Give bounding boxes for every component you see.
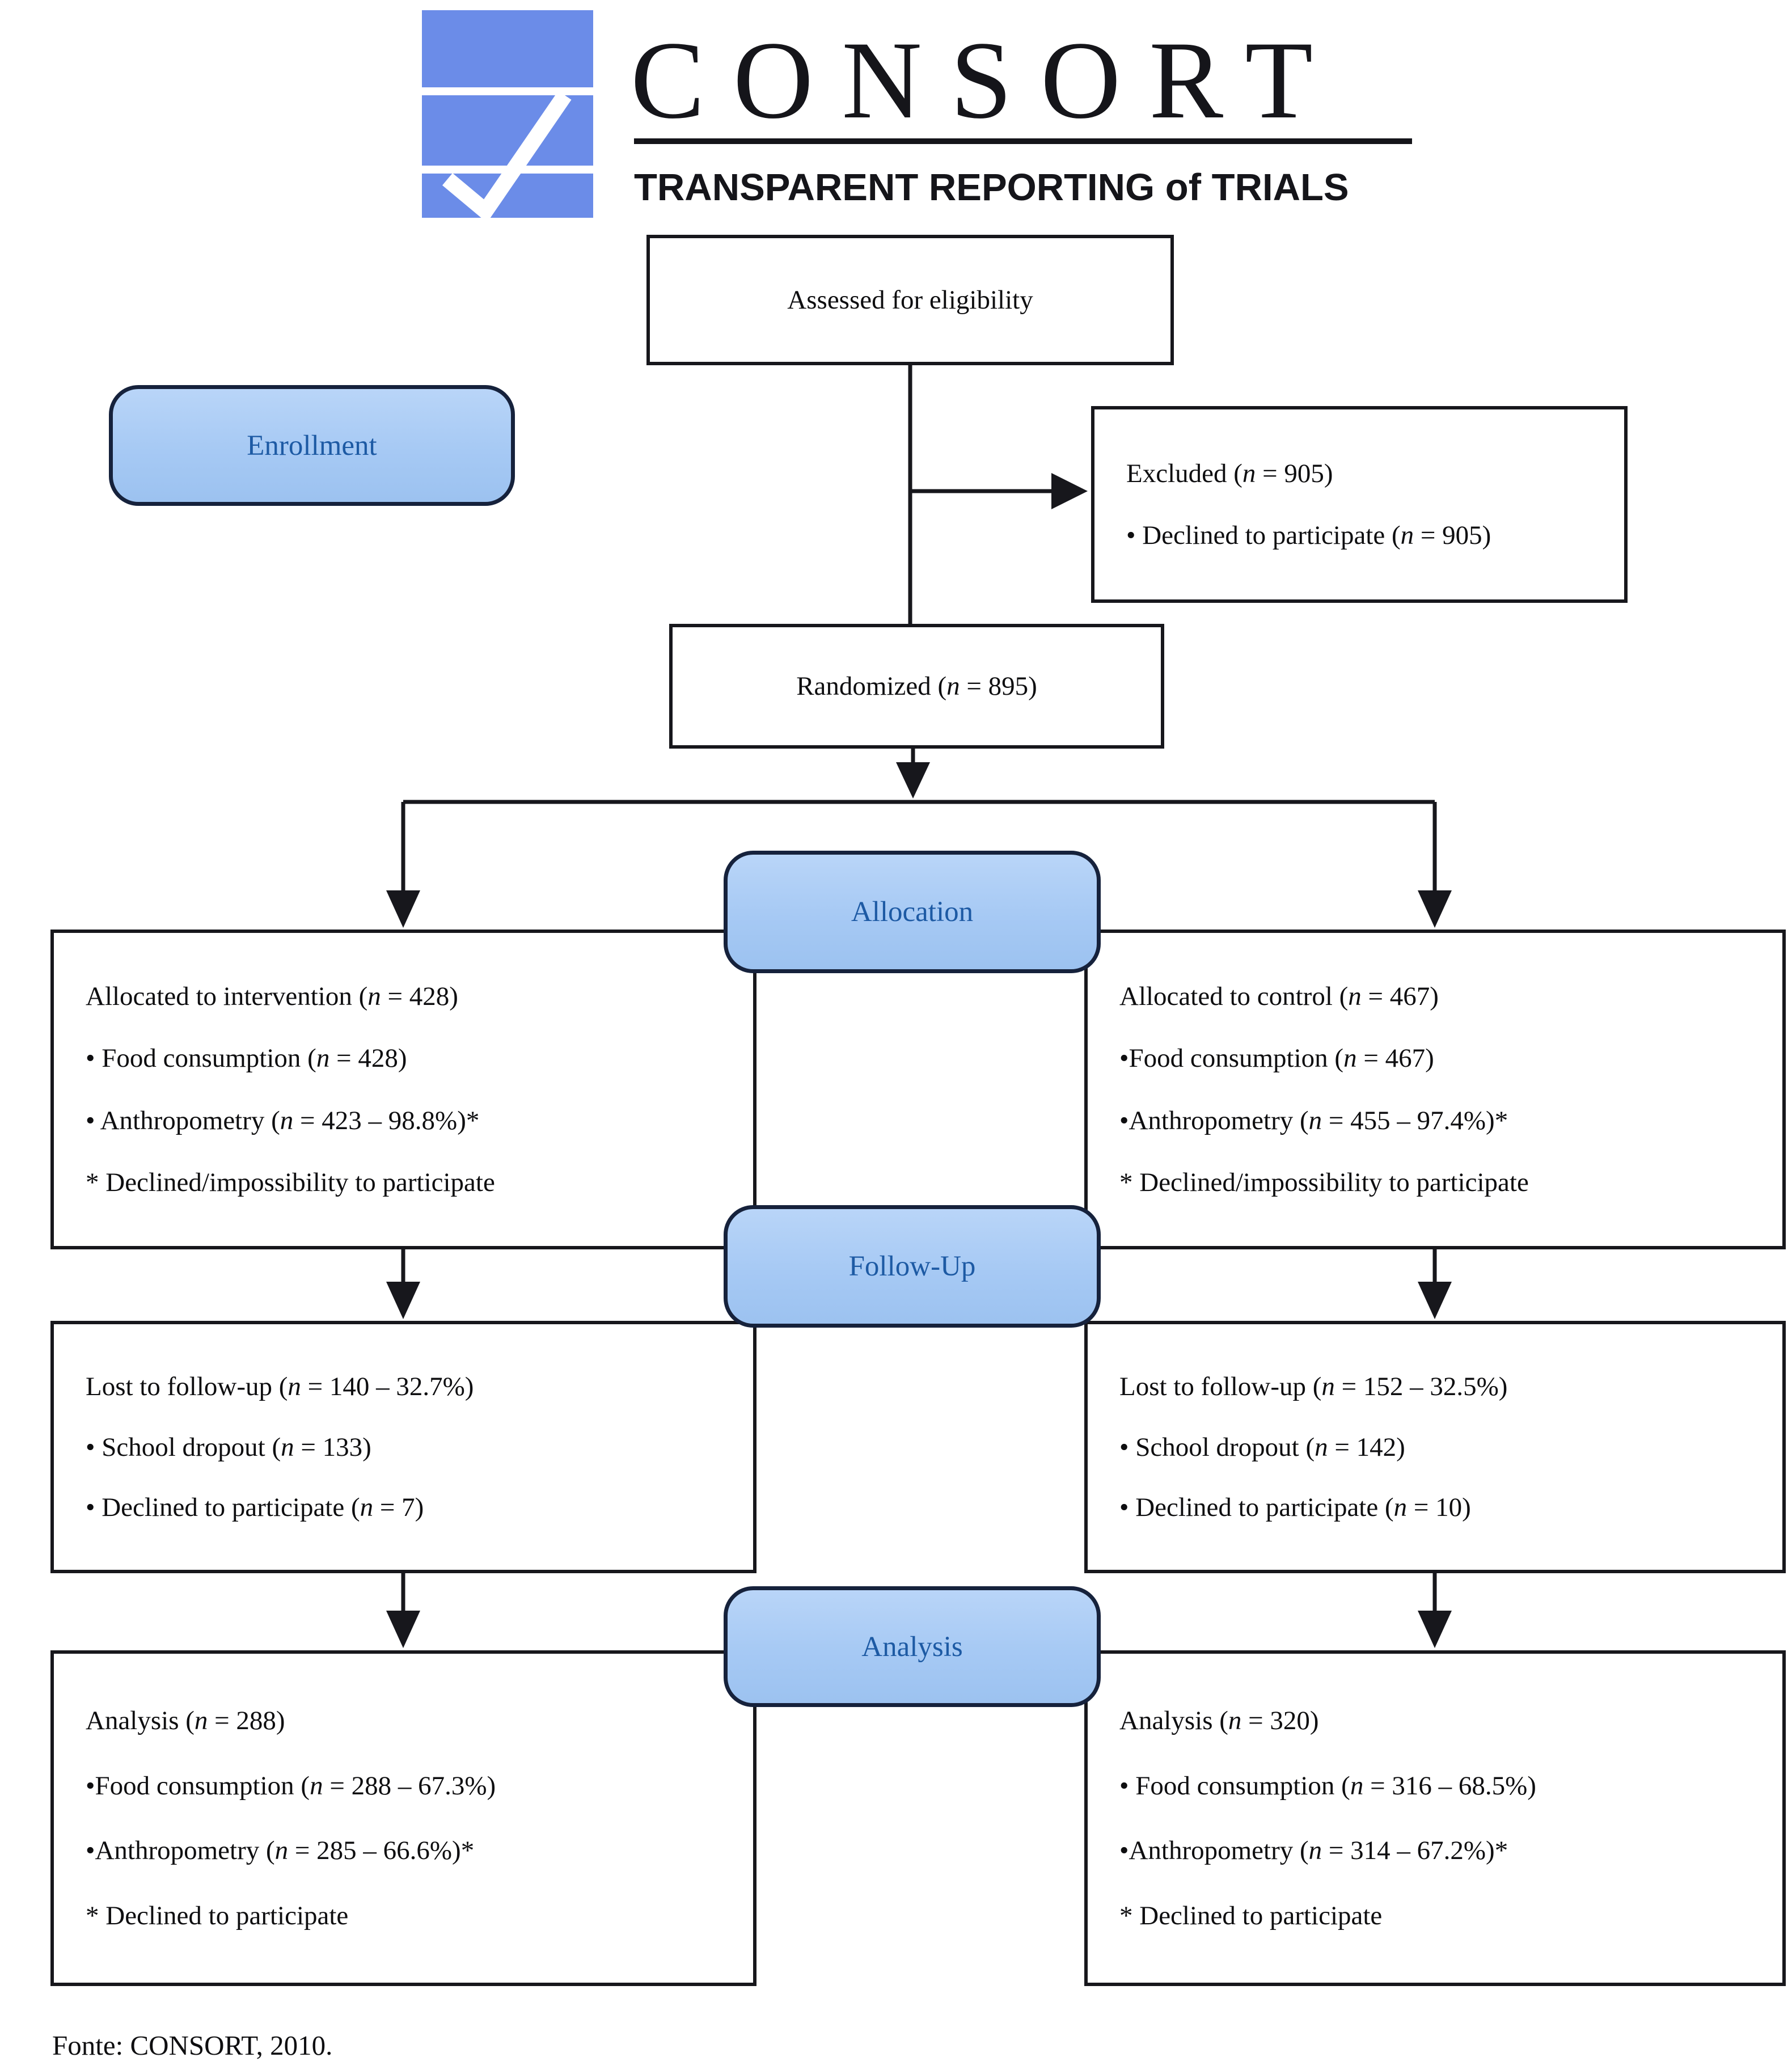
lost-followup-intervention-item: • School dropout (n = 133) bbox=[86, 1432, 371, 1462]
allocated-intervention-item: • Anthropometry (n = 423 – 98.8%)* bbox=[86, 1105, 480, 1135]
lost-followup-intervention-title: Lost to follow-up (n = 140 – 32.7%) bbox=[86, 1371, 474, 1401]
allocated-intervention-title: Allocated to intervention (n = 428) bbox=[86, 982, 458, 1012]
stage-enrollment: Enrollment bbox=[109, 385, 515, 506]
lost-followup-intervention-item: • Declined to participate (n = 7) bbox=[86, 1493, 424, 1523]
consort-wordmark: CONSORT bbox=[631, 19, 1342, 142]
logo-divider bbox=[634, 138, 1412, 144]
allocated-control-item: •Food consumption (n = 467) bbox=[1119, 1044, 1434, 1074]
allocated-intervention-footnote: * Declined/impossibility to participate bbox=[86, 1167, 495, 1197]
consort-tagline: TRANSPARENT REPORTING of TRIALS bbox=[634, 166, 1349, 209]
lost-followup-control-box: Lost to follow-up (n = 152 – 32.5%) • Sc… bbox=[1084, 1321, 1786, 1573]
allocated-control-footnote: * Declined/impossibility to participate bbox=[1119, 1167, 1529, 1197]
excluded-item: • Declined to participate (n = 905) bbox=[1126, 521, 1491, 551]
allocated-intervention-box: Allocated to intervention (n = 428) • Fo… bbox=[50, 930, 756, 1249]
analysis-intervention-item: •Anthropometry (n = 285 – 66.6%)* bbox=[86, 1836, 475, 1866]
stage-analysis-label: Analysis bbox=[861, 1630, 963, 1663]
assessed-box: Assessed for eligibility bbox=[646, 235, 1174, 365]
randomized-box: Randomized (n = 895) bbox=[669, 624, 1164, 749]
analysis-intervention-footnote: * Declined to participate bbox=[86, 1901, 349, 1931]
allocated-control-title: Allocated to control (n = 467) bbox=[1119, 982, 1439, 1012]
source-note: Fonte: CONSORT, 2010. bbox=[52, 2030, 333, 2061]
analysis-intervention-item: •Food consumption (n = 288 – 67.3%) bbox=[86, 1771, 496, 1801]
stage-allocation-label: Allocation bbox=[851, 896, 974, 928]
excluded-box: Excluded (n = 905) • Declined to partici… bbox=[1091, 406, 1628, 603]
stage-allocation: Allocation bbox=[724, 851, 1101, 973]
lost-followup-intervention-box: Lost to follow-up (n = 140 – 32.7%) • Sc… bbox=[50, 1321, 756, 1573]
analysis-control-footnote: * Declined to participate bbox=[1119, 1901, 1383, 1931]
allocated-control-box: Allocated to control (n = 467) •Food con… bbox=[1084, 930, 1786, 1249]
lost-followup-control-item: • Declined to participate (n = 10) bbox=[1119, 1493, 1471, 1523]
allocated-intervention-item: • Food consumption (n = 428) bbox=[86, 1044, 407, 1074]
stage-enrollment-label: Enrollment bbox=[247, 429, 377, 462]
analysis-control-item: •Anthropometry (n = 314 – 67.2%)* bbox=[1119, 1836, 1508, 1866]
assessed-text: Assessed for eligibility bbox=[787, 285, 1033, 315]
stage-followup: Follow-Up bbox=[724, 1205, 1101, 1328]
analysis-control-item: • Food consumption (n = 316 – 68.5%) bbox=[1119, 1771, 1536, 1801]
excluded-title: Excluded (n = 905) bbox=[1126, 458, 1333, 488]
lost-followup-control-item: • School dropout (n = 142) bbox=[1119, 1432, 1405, 1462]
analysis-intervention-box: Analysis (n = 288) •Food consumption (n … bbox=[50, 1650, 756, 1986]
analysis-control-box: Analysis (n = 320) • Food consumption (n… bbox=[1084, 1650, 1786, 1986]
randomized-text: Randomized (n = 895) bbox=[796, 671, 1037, 701]
lost-followup-control-title: Lost to follow-up (n = 152 – 32.5%) bbox=[1119, 1371, 1508, 1401]
stage-followup-label: Follow-Up bbox=[848, 1251, 976, 1282]
analysis-intervention-title: Analysis (n = 288) bbox=[86, 1705, 285, 1735]
allocated-control-item: •Anthropometry (n = 455 – 97.4%)* bbox=[1119, 1105, 1508, 1135]
consort-logo-icon bbox=[422, 10, 593, 218]
analysis-control-title: Analysis (n = 320) bbox=[1119, 1705, 1319, 1735]
stage-analysis: Analysis bbox=[724, 1586, 1101, 1707]
